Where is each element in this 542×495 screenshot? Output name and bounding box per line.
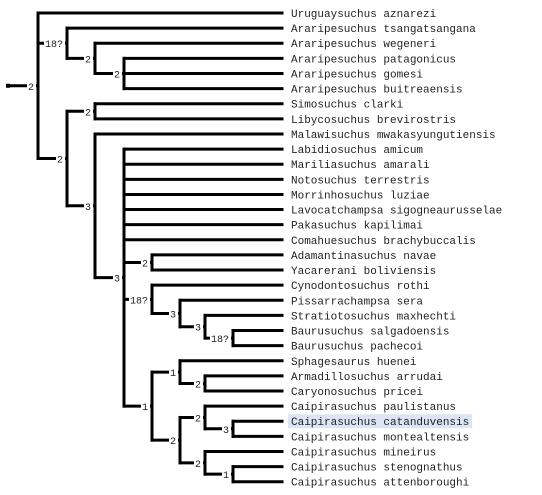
taxon-label: Malawisuchus mwakasyungutiensis — [291, 130, 496, 142]
taxon-label: Caryonosuchus pricei — [291, 387, 423, 399]
taxon-label: Araripesuchus gomesi — [291, 69, 423, 81]
highlighted-taxon-background — [288, 414, 473, 429]
taxon-label: Araripesuchus patagonicus — [291, 54, 456, 66]
node-1-support-label: 18? — [45, 40, 63, 51]
node-15-support-bg — [194, 377, 203, 390]
node-10-support-label: 3 — [170, 311, 176, 322]
taxon-label: Sphagesaurus huenei — [291, 357, 417, 369]
taxon-label: Morrinhosuchus luziae — [291, 190, 430, 202]
taxon-label: Caipirasuchus catanduvensis — [291, 417, 469, 429]
taxon-label: Mariliasuchus amarali — [291, 160, 430, 172]
taxon-label: Adamantinasuchus navae — [291, 251, 436, 263]
node-13-support-label: 1 — [142, 403, 148, 414]
node-17-support-label: 2 — [195, 414, 201, 425]
taxon-label: Araripesuchus tsangatsangana — [291, 24, 476, 36]
taxon-label: Armadillosuchus arrudai — [291, 372, 443, 384]
taxon-label: Comahuesuchus brachybuccalis — [291, 236, 476, 248]
taxon-label: Caipirasuchus montealtensis — [291, 432, 469, 444]
node-7-support-bg — [113, 271, 122, 284]
node-17-support-bg — [194, 411, 203, 424]
node-7-support-label: 3 — [114, 275, 120, 286]
node-14-support-bg — [169, 366, 178, 379]
root-marker — [6, 83, 10, 88]
taxon-label: Libycosuchus brevirostris — [291, 115, 456, 127]
node-0-support-label: 2 — [28, 83, 34, 94]
node-6-support-label: 3 — [85, 203, 91, 214]
taxon-label: Araripesuchus wegeneri — [291, 39, 437, 51]
taxon-label: Caipirasuchus paulistanus — [291, 402, 456, 414]
node-1-support-bg — [44, 37, 65, 50]
node-2-support-bg — [84, 52, 93, 65]
node-16-support-label: 2 — [170, 437, 176, 448]
node-2-support-label: 2 — [85, 55, 91, 66]
taxon-label: Cynodontosuchus rothi — [291, 281, 430, 293]
taxon-label: Pissarrachampsa sera — [291, 296, 423, 308]
taxon-label: Stratiotosuchus maxhechti — [291, 311, 456, 323]
taxon-label: Uruguaysuchus aznarezi — [291, 9, 437, 21]
taxon-label: Araripesuchus buitreaensis — [291, 85, 463, 97]
taxon-label: Pakasuchus kapilimai — [291, 221, 423, 233]
node-15-support-label: 2 — [195, 380, 201, 391]
node-3-support-label: 2 — [114, 70, 120, 81]
taxon-label: Labidiosuchus amicum — [291, 145, 423, 157]
node-8-support-bg — [141, 256, 150, 269]
node-19-support-bg — [194, 456, 203, 469]
taxon-label: Simosuchus clarki — [291, 100, 404, 112]
node-16-support-bg — [169, 434, 178, 447]
node-20-support-label: 1 — [223, 471, 229, 482]
taxon-label: Lavocatchampsa sigogneaurusselae — [291, 206, 502, 218]
node-5-support-bg — [84, 105, 93, 118]
taxon-label: Baurusuchus salgadoensis — [291, 327, 449, 339]
node-18-support-label: 3 — [223, 426, 229, 437]
node-19-support-label: 2 — [195, 460, 201, 471]
taxon-label: Baurusuchus pachecoi — [291, 342, 423, 354]
node-5-support-label: 2 — [85, 108, 91, 119]
node-3-support-bg — [113, 67, 122, 80]
node-12-support-label: 18? — [211, 335, 229, 346]
node-11-support-label: 3 — [195, 324, 201, 335]
node-4-support-label: 2 — [57, 156, 63, 167]
node-6-support-bg — [84, 199, 93, 212]
node-10-support-bg — [169, 307, 178, 320]
taxon-label: Caipirasuchus stenognathus — [291, 463, 463, 475]
taxon-label: Yacarerani boliviensis — [291, 266, 436, 278]
taxon-label: Caipirasuchus attenboroughi — [291, 478, 470, 490]
taxon-label: Notosuchus terrestris — [291, 175, 430, 187]
node-11-support-bg — [194, 320, 203, 333]
node-support-values: 2 2 18? 2 2 18? 3 3 18? 2 1 3 2 1 2 2 1 3 3 2 2 — [6, 37, 231, 482]
node-9-support-label: 18? — [130, 296, 148, 307]
node-13-support-bg — [141, 400, 150, 413]
taxon-label: Caipirasuchus mineirus — [291, 447, 436, 459]
node-18-support-bg — [222, 422, 231, 435]
node-20-support-bg — [222, 468, 231, 481]
node-4-support-bg — [56, 152, 65, 165]
node-0-support-bg — [27, 79, 36, 92]
node-9-support-bg — [129, 293, 150, 306]
node-14-support-label: 1 — [170, 369, 176, 380]
tree-branches — [8, 11, 284, 484]
node-12-support-bg — [210, 332, 231, 345]
node-8-support-label: 2 — [142, 259, 148, 270]
